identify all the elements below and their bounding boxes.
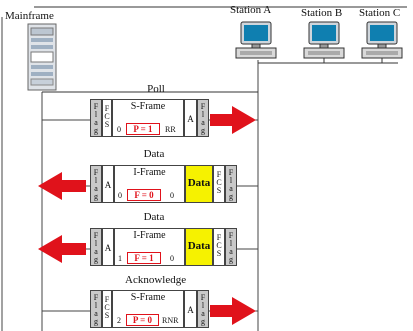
control-field: I-Frame 1 F = 1 0 <box>114 228 185 266</box>
control-field: I-Frame 0 F = 0 0 <box>114 165 185 203</box>
mainframe-label: Mainframe <box>5 10 54 22</box>
data-field: Data <box>185 165 213 203</box>
frame-caption-data-1: Data <box>143 148 165 160</box>
frame-caption-poll: Poll <box>147 83 165 95</box>
address-field: A <box>184 290 197 328</box>
arrow-right-poll-icon <box>210 106 256 134</box>
station-c-computer-icon <box>361 21 403 59</box>
station-b-computer-icon <box>303 21 345 59</box>
arrow-left-data1-icon <box>38 172 86 200</box>
station-a-computer-icon <box>235 21 277 59</box>
frame-caption-data-2: Data <box>143 211 165 223</box>
station-b-label: Station B <box>301 7 343 19</box>
data-field: Data <box>185 228 213 266</box>
mainframe-icon <box>27 23 57 91</box>
frame-caption-ack: Acknowledge <box>125 274 187 286</box>
station-a-label: Station A <box>230 4 272 16</box>
control-field: S-Frame 0 P = 1 RR <box>112 99 184 137</box>
address-field: A <box>102 165 114 203</box>
arrow-right-ack-icon <box>210 297 256 325</box>
control-field: S-Frame 2 P = 0 RNR <box>112 290 184 328</box>
address-field: A <box>102 228 114 266</box>
arrow-left-data2-icon <box>38 235 86 263</box>
station-c-label: Station C <box>359 7 401 19</box>
address-field: A <box>184 99 197 137</box>
